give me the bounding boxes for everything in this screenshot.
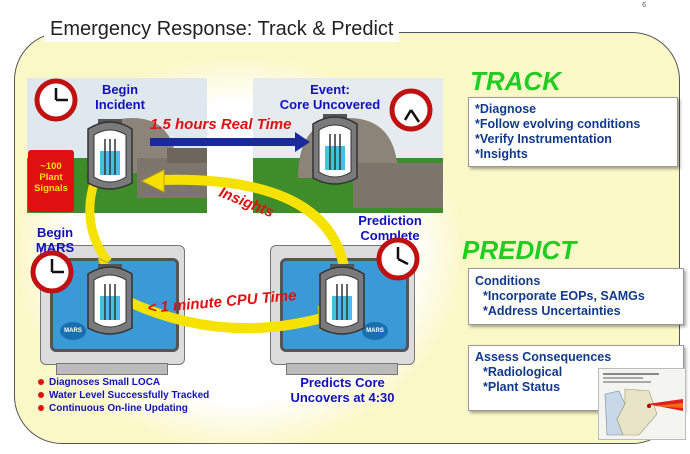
track-heading: TRACK (470, 66, 561, 96)
mars-logo-1: MARS (60, 322, 86, 340)
mars-logo-2: MARS (362, 322, 388, 340)
dose-map-image (603, 373, 683, 436)
insights-arrowhead (140, 169, 165, 193)
plant-signals-label: ~100 Plant Signals (28, 161, 74, 194)
conditions-box: Conditions *Incorporate EOPs, SAMGs *Add… (468, 268, 684, 325)
predicts-core-caption-line2: Uncovers at 4:30 (290, 390, 395, 405)
clock-icon-uncovered (389, 88, 433, 132)
core-uncovered-label-line1: Event: (310, 82, 350, 97)
track-item: *Diagnose (475, 102, 537, 116)
begin-mars-monitor-base (56, 363, 168, 375)
conditions-item: *Address Uncertainties (483, 304, 621, 318)
track-item: *Verify Instrumentation (475, 132, 612, 146)
consequences-title: Assess Consequences (475, 350, 612, 364)
yellow-arrow-down (85, 178, 112, 265)
consequences-item: *Plant Status (483, 380, 561, 394)
bullet-item: Continuous On-line Updating (38, 402, 209, 415)
track-item: *Insights (475, 147, 528, 161)
begin-incident-label-line1: Begin (101, 82, 139, 97)
consequences-item: *Radiological (483, 365, 563, 379)
begin-mars-label-line2: MARS (35, 240, 75, 255)
begin-mars-label: Begin MARS (20, 225, 90, 255)
page-number: 6 (642, 2, 646, 9)
bullet-text: Diagnoses Small LOCA (49, 377, 161, 388)
cpu-time-arrow (122, 295, 324, 334)
core-uncovered-label-line2: Core Uncovered (279, 97, 381, 112)
track-item: *Follow evolving conditions (475, 117, 641, 131)
signals-line3: Signals (34, 183, 68, 194)
bullet-text: Water Level Successfully Tracked (49, 390, 210, 401)
predicts-core-caption: Predicts Core Uncovers at 4:30 (270, 375, 415, 405)
bullet-dot-icon (38, 405, 44, 412)
begin-incident-label: Begin Incident (80, 82, 160, 112)
page-title: Emergency Response: Track & Predict (44, 16, 400, 42)
reactor-icon-incident (87, 118, 133, 190)
reactor-icon-uncovered (312, 113, 358, 185)
reactor-icon-prediction (319, 263, 365, 335)
real-time-arrow (150, 132, 310, 152)
track-box: *Diagnose *Follow evolving conditions *V… (468, 97, 678, 167)
bullet-item: Water Level Successfully Tracked (38, 389, 209, 402)
bullet-dot-icon (38, 392, 44, 399)
prediction-monitor-base (286, 363, 398, 375)
cpu-time-label: < 1 minute CPU Time (147, 287, 297, 317)
clock-icon-incident (34, 78, 78, 122)
reactor-icon-mars (87, 263, 133, 335)
diagnosis-bullet-list: Diagnoses Small LOCA Water Level Success… (38, 376, 209, 415)
predicts-core-caption-line1: Predicts Core (300, 375, 385, 390)
begin-mars-label-line1: Begin (36, 225, 74, 240)
clock-icon-mars (30, 250, 74, 294)
insights-arrow (159, 174, 350, 273)
signals-line2: Plant (39, 172, 63, 183)
conditions-item: *Incorporate EOPs, SAMGs (483, 289, 645, 303)
conditions-title: Conditions (475, 274, 541, 288)
prediction-complete-label-line1: Prediction (358, 213, 422, 228)
signals-count: ~100 (40, 161, 62, 172)
bullet-text: Continuous On-line Updating (49, 403, 188, 414)
bullet-item: Diagnoses Small LOCA (38, 376, 209, 389)
plant-signals-badge (28, 150, 74, 212)
begin-incident-label-line2: Incident (95, 97, 145, 112)
predict-heading: PREDICT (462, 235, 577, 265)
core-uncovered-label: Event: Core Uncovered (250, 82, 410, 112)
bullet-dot-icon (38, 379, 44, 386)
clock-icon-prediction (376, 237, 420, 281)
dose-map-thumbnail (598, 368, 686, 440)
real-time-label: 1.5 hours Real Time (150, 116, 291, 133)
